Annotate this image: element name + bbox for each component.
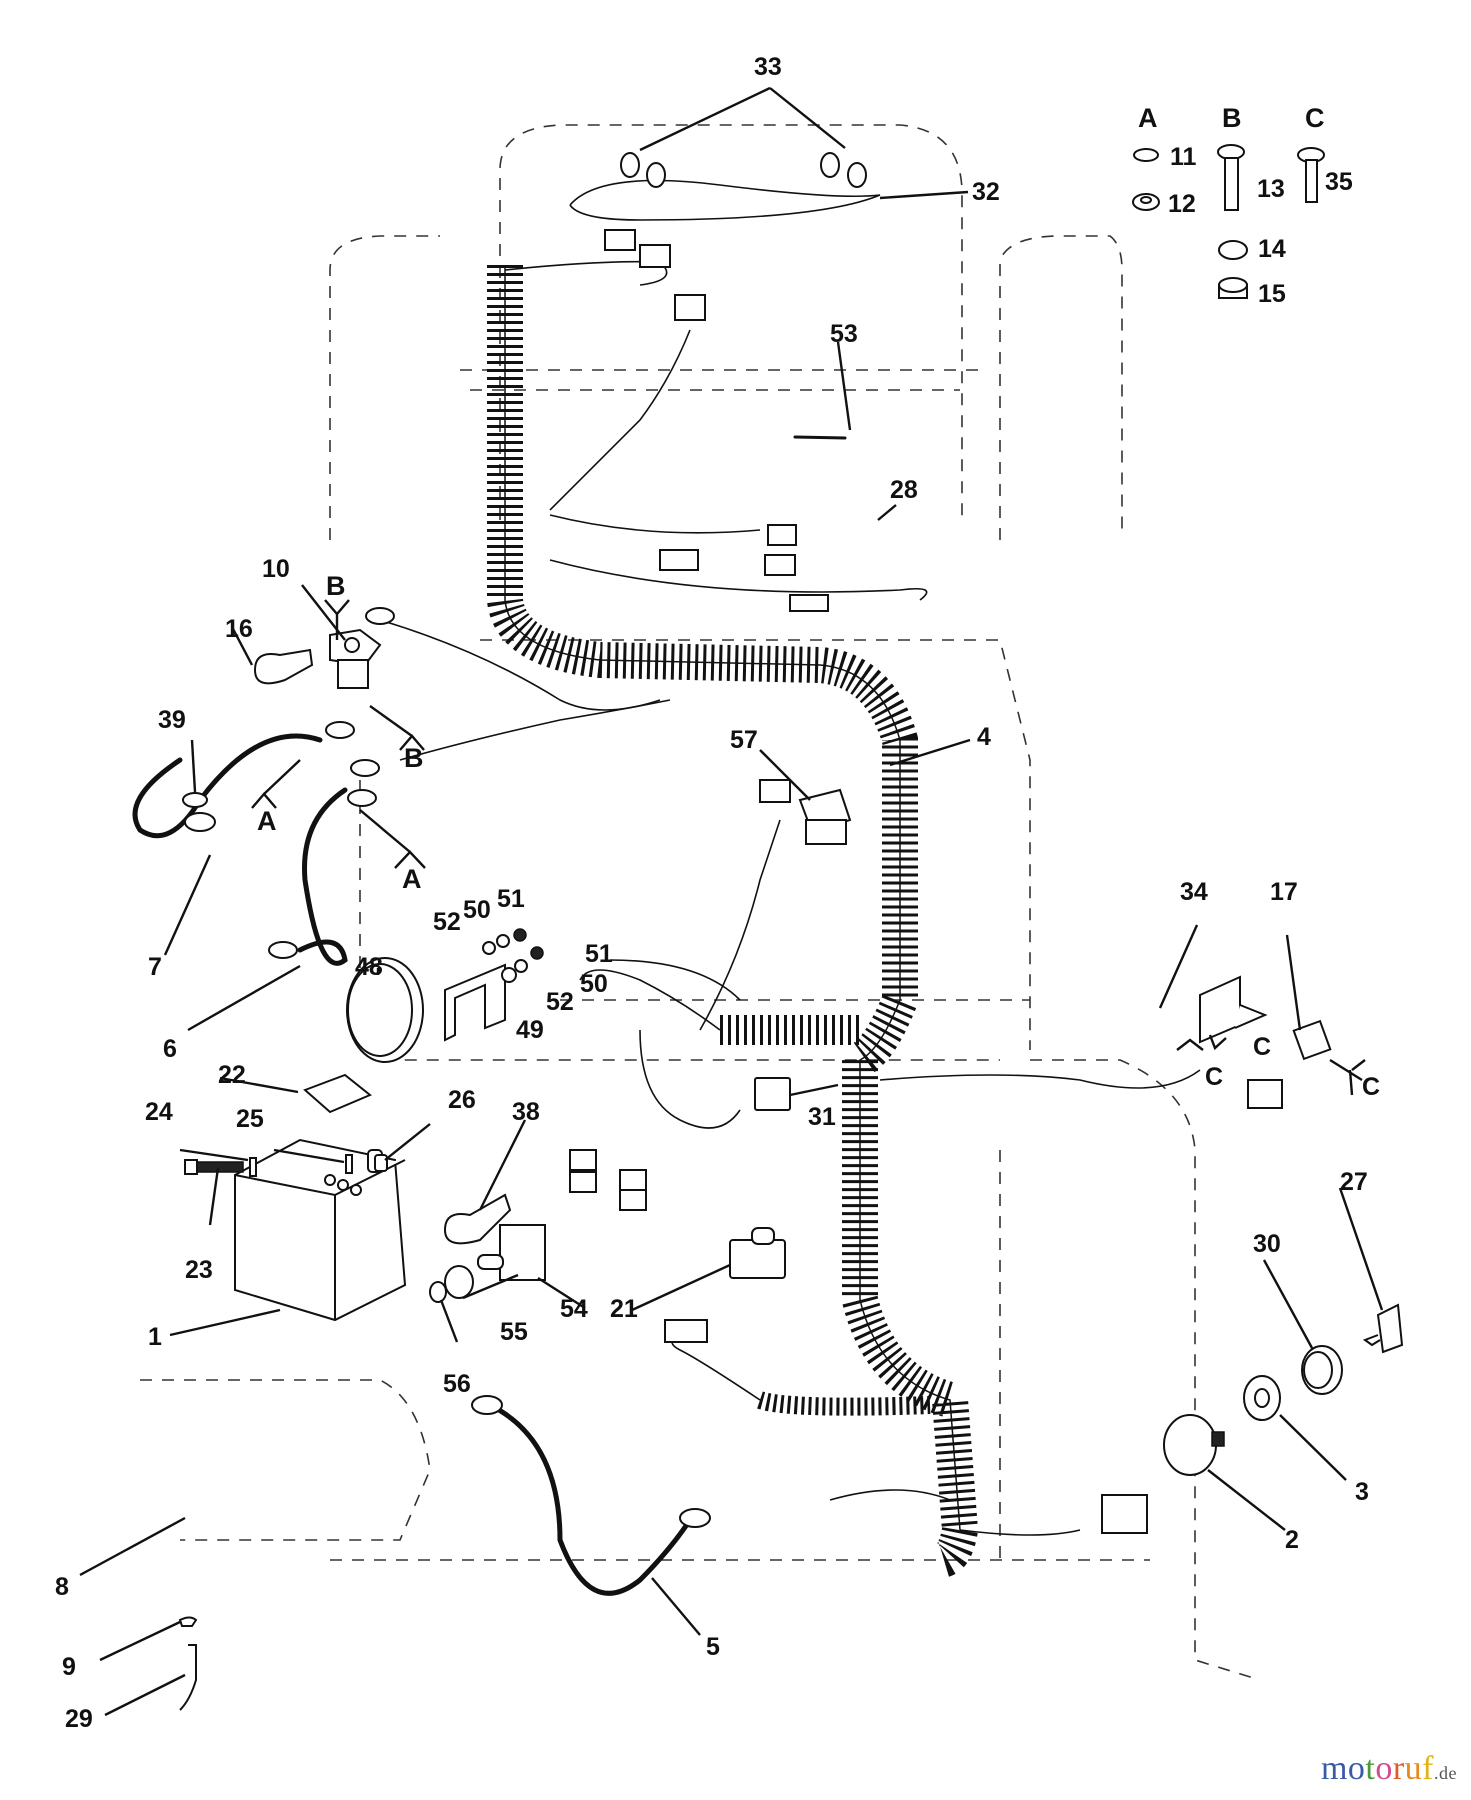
part-label-21: 21 (610, 1295, 638, 1323)
battery-cables (132, 733, 693, 1596)
part-label-51: 51 (585, 940, 613, 968)
part-label-8: 8 (55, 1573, 69, 1601)
part-label-30: 30 (1253, 1230, 1281, 1258)
part-label-16: 16 (225, 615, 253, 643)
part-label-34: 34 (1180, 878, 1208, 906)
part-label-50: 50 (580, 970, 608, 998)
callout-b: B (326, 571, 346, 601)
part-label-54: 54 (560, 1295, 588, 1323)
watermark-letter: m (1320, 1750, 1348, 1787)
watermark-logo: motoruf.de (1321, 1750, 1457, 1788)
hardware-key-header-c: C (1305, 103, 1325, 133)
part-label-27: 27 (1340, 1168, 1368, 1196)
part-label-56: 56 (443, 1370, 471, 1398)
part-label-26: 26 (448, 1086, 476, 1114)
hardware-key-header-b: B (1222, 103, 1242, 133)
part-label-5: 5 (706, 1633, 720, 1661)
callout-c: C (1205, 1063, 1224, 1091)
watermark-letter: u (1404, 1750, 1423, 1787)
part-label-1: 1 (148, 1323, 162, 1351)
part-label-32: 32 (972, 178, 1000, 206)
callout-b: B (404, 743, 424, 773)
watermark-letter: o (1347, 1750, 1366, 1787)
part-label-4: 4 (977, 723, 991, 751)
hardware-key-header-a: A (1138, 103, 1158, 133)
part-label-25: 25 (236, 1105, 264, 1133)
parts (178, 144, 1404, 1711)
part-label-50: 50 (463, 896, 491, 924)
coiled-harness (487, 265, 979, 1578)
part-label-3: 3 (1355, 1478, 1369, 1506)
tractor-ghost-outline (140, 124, 1261, 1681)
leader-lines (79, 86, 1384, 1717)
part-label-52: 52 (433, 908, 461, 936)
part-label-7: 7 (148, 953, 162, 981)
part-label-51: 51 (497, 885, 525, 913)
callout-c: C (1253, 1033, 1272, 1061)
watermark-letter: r (1392, 1750, 1405, 1787)
part-label-9: 9 (62, 1653, 76, 1681)
part-label-2: 2 (1285, 1526, 1299, 1554)
part-label-22: 22 (218, 1061, 246, 1089)
part-label-15: 15 (1258, 280, 1286, 308)
part-label-17: 17 (1270, 878, 1298, 906)
part-label-55: 55 (500, 1318, 528, 1346)
part-label-48: 48 (355, 953, 383, 981)
callout-c: C (1362, 1073, 1381, 1101)
part-label-11: 11 (1170, 143, 1197, 171)
part-label-6: 6 (163, 1035, 177, 1063)
part-label-29: 29 (65, 1705, 93, 1733)
part-label-38: 38 (512, 1098, 540, 1126)
part-label-24: 24 (145, 1098, 173, 1126)
watermark-letter: f (1422, 1750, 1434, 1787)
part-label-52: 52 (546, 988, 574, 1016)
part-label-33: 33 (754, 53, 782, 81)
part-label-35: 35 (1325, 168, 1353, 196)
part-label-12: 12 (1168, 190, 1196, 218)
callout-a: A (402, 864, 422, 894)
part-label-10: 10 (262, 555, 290, 583)
part-label-49: 49 (516, 1016, 544, 1044)
part-label-14: 14 (1258, 235, 1286, 263)
part-label-57: 57 (730, 726, 758, 754)
part-label-39: 39 (158, 706, 186, 734)
part-label-23: 23 (185, 1256, 213, 1284)
part-label-13: 13 (1257, 175, 1285, 203)
part-label-28: 28 (890, 476, 918, 504)
watermark-letter: o (1375, 1750, 1393, 1787)
watermark-tld: .de (1434, 1763, 1457, 1783)
part-label-53: 53 (830, 320, 858, 348)
wires (379, 179, 1201, 1536)
part-label-31: 31 (808, 1103, 836, 1131)
watermark-letter: t (1365, 1750, 1376, 1787)
callout-a: A (257, 806, 277, 836)
